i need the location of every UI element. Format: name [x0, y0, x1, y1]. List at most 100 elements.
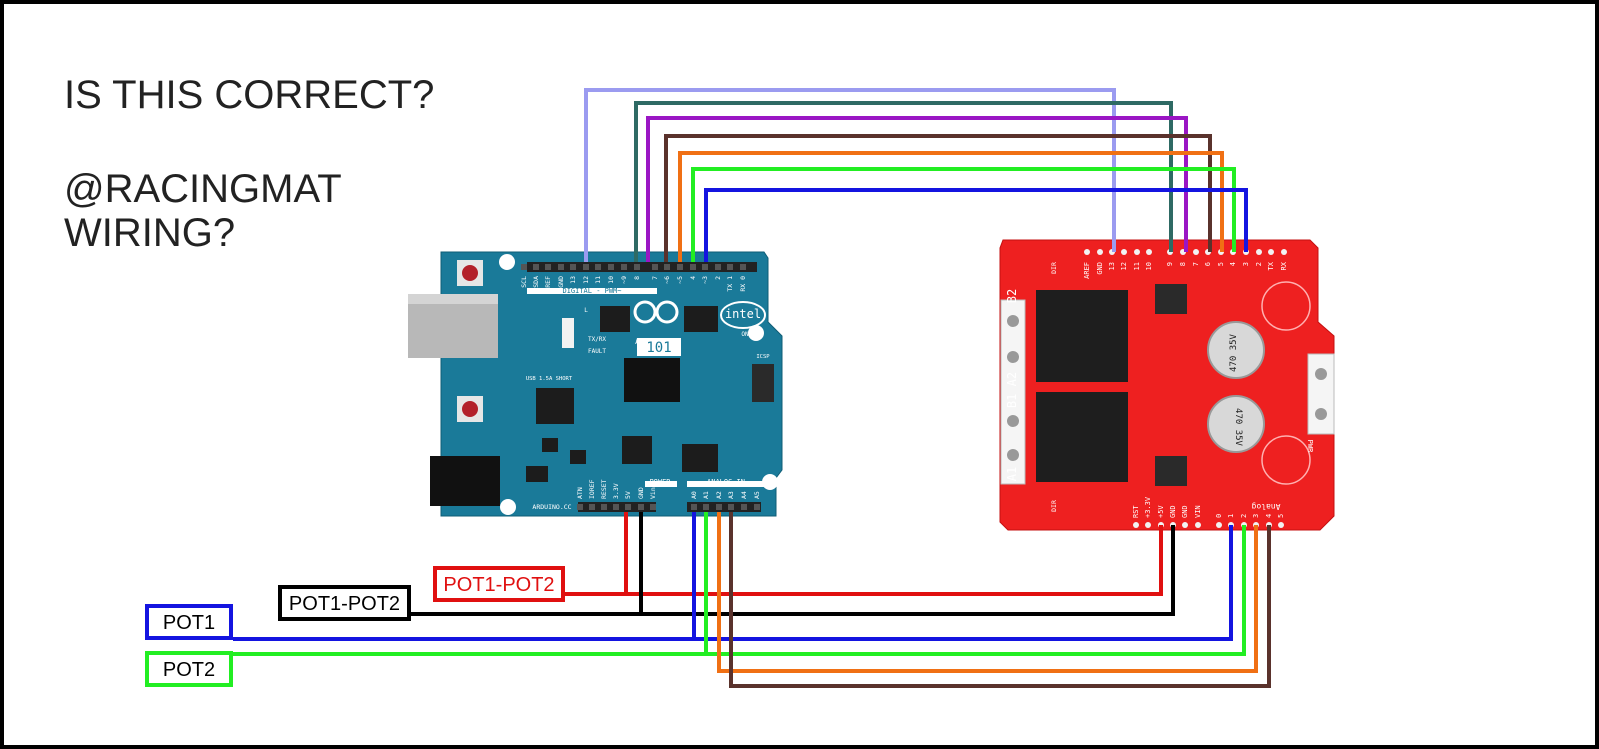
- shield-top-pin: [1193, 249, 1199, 255]
- regulator-bottom: [1155, 456, 1187, 486]
- arduino-analog-pin: [728, 504, 734, 510]
- mount-hole-3: [762, 474, 778, 490]
- arduino-top-pin: [740, 264, 746, 270]
- wire-black-bottom: [639, 512, 1175, 616]
- shield-top-pin-label: 13: [1108, 262, 1116, 270]
- top-header-strip: [527, 262, 757, 272]
- arduino-power-pin-label: RESET: [600, 479, 608, 499]
- arduino-power-pin-label: 3.3V: [612, 483, 620, 499]
- arduino-top-pin: [608, 264, 614, 270]
- arduino-top-pin: [727, 264, 733, 270]
- shield-top-pin-label: 2: [1255, 262, 1263, 266]
- shield-bottom-pin: [1145, 522, 1151, 528]
- wire-green-a1: [704, 512, 1246, 656]
- arduino-top-pin-label: ~5: [676, 276, 684, 284]
- arduino-digital-header-label: DIGITAL - PWM~: [562, 287, 621, 295]
- driver-chip-2: [1036, 392, 1128, 482]
- arduino-top-pin: [545, 264, 551, 270]
- arduino-power-pin-label: IOREF: [588, 479, 596, 499]
- shield-bottom-pin: [1195, 522, 1201, 528]
- arduino-analog-pin-label: A0: [690, 491, 698, 499]
- shield-top-pin: [1256, 249, 1262, 255]
- arduino-top-pin-label: 4: [689, 276, 697, 280]
- shield-top-pin-label: 10: [1145, 262, 1153, 270]
- arduino-analog-pin: [754, 504, 760, 510]
- analog-header-strip: [687, 502, 761, 512]
- heading-question: IS THIS CORRECT?: [64, 73, 435, 117]
- arduino-analog-pin-label: A4: [740, 491, 748, 499]
- arduino-power-pin: [601, 504, 607, 510]
- arduino-top-pin-label: 13: [569, 276, 577, 284]
- arduino-top-pin: [690, 264, 696, 270]
- arduino-power-pin-label: ATN: [576, 487, 584, 499]
- arduino-top-pin: [583, 264, 589, 270]
- arduino-power-header-label: POWER: [649, 478, 671, 486]
- shield-bottom-pin-label: 4: [1265, 514, 1273, 518]
- arduino-top-pin: [570, 264, 576, 270]
- wires: [233, 88, 1271, 688]
- arduino-top-pin-label: ~3: [701, 276, 709, 284]
- arduino-top-pin-label: 2: [714, 276, 722, 280]
- shield-board-body: [999, 239, 1335, 531]
- power-terminal-screw-2: [1315, 408, 1327, 420]
- shield-top-pin-label: 3: [1242, 262, 1250, 266]
- shield-bottom-pin-label: RST: [1132, 505, 1140, 518]
- main-processor-chip: [624, 358, 680, 402]
- arduino-analog-header-label: ANALOG IN: [707, 478, 745, 486]
- shield-top-pin-label: GND: [1096, 262, 1104, 275]
- arduino-txrx-label: TX/RX: [588, 336, 606, 343]
- shield-capacitor-2-text: 470 35V: [1233, 408, 1243, 447]
- arduino-top-pin: [558, 264, 564, 270]
- capacitor-2: [1207, 395, 1265, 453]
- shield-top-pin-label: 4: [1229, 262, 1237, 266]
- arduino-power-pin: [650, 504, 656, 510]
- model-badge: [637, 338, 681, 356]
- arduino-analog-pin-label: A2: [715, 491, 723, 499]
- motor-terminal-screw-4: [1007, 449, 1019, 461]
- shield-bottom-pin: [1216, 522, 1222, 528]
- mount-hole-4: [500, 499, 516, 515]
- shield-bottom-pin-label: +3.3V: [1144, 496, 1152, 518]
- chip-g: [542, 438, 558, 452]
- shield-top-pin: [1121, 249, 1127, 255]
- driver-chip-1: [1036, 290, 1128, 382]
- arduino-top-pin-label: 11: [594, 276, 602, 284]
- mount-hole-1: [499, 254, 515, 270]
- shield-bottom-pin-label: GND: [1181, 505, 1189, 518]
- motor-terminal-screw-2: [1007, 351, 1019, 363]
- shield-pwr-label: PWR: [1306, 440, 1314, 453]
- arduino-top-pin: [634, 264, 640, 270]
- arduino-top-pin: [652, 264, 658, 270]
- chip-h: [570, 450, 586, 464]
- arduino-top-pin: [621, 264, 627, 270]
- wire-brown: [664, 134, 1212, 262]
- usb-connector: [408, 294, 498, 358]
- reset-button-top-cap: [462, 265, 478, 281]
- arduino-power-pin-label: GND: [637, 487, 645, 499]
- shield-top-pin-label: 9: [1166, 262, 1174, 266]
- shield-label-a1: A1: [1005, 467, 1019, 481]
- arduino-top-pin-label: 7: [651, 276, 659, 280]
- arduino-maker-label: intel: [725, 307, 761, 321]
- arduino-top-pin: [533, 264, 539, 270]
- usb-connector-highlight: [408, 294, 498, 304]
- analog-header-bar: [687, 481, 765, 487]
- arduino-top-pin-label: SCL: [520, 276, 528, 288]
- arduino-top-pin-label: SDA: [532, 276, 540, 288]
- motor-terminal-screw-1: [1007, 315, 1019, 327]
- shield-bottom-pin-label: GND: [1169, 505, 1177, 518]
- shield-top-pin-label: 5: [1217, 262, 1225, 266]
- power-terminal-screw-1: [1315, 368, 1327, 380]
- arduino-top-pin: [677, 264, 683, 270]
- chip-c: [536, 388, 574, 424]
- arduino-top-pin-label: ~6: [663, 276, 671, 284]
- capacitor-outline-1: [1261, 281, 1311, 331]
- arduino-top-pin-label: TX 1: [726, 276, 734, 292]
- shield-bottom-pin-label: 3: [1252, 514, 1260, 518]
- pot1-label: POT1: [145, 604, 233, 640]
- arduino-analog-pin: [716, 504, 722, 510]
- wire-blue: [704, 188, 1248, 262]
- shield-top-pin-label: TX: [1267, 261, 1275, 270]
